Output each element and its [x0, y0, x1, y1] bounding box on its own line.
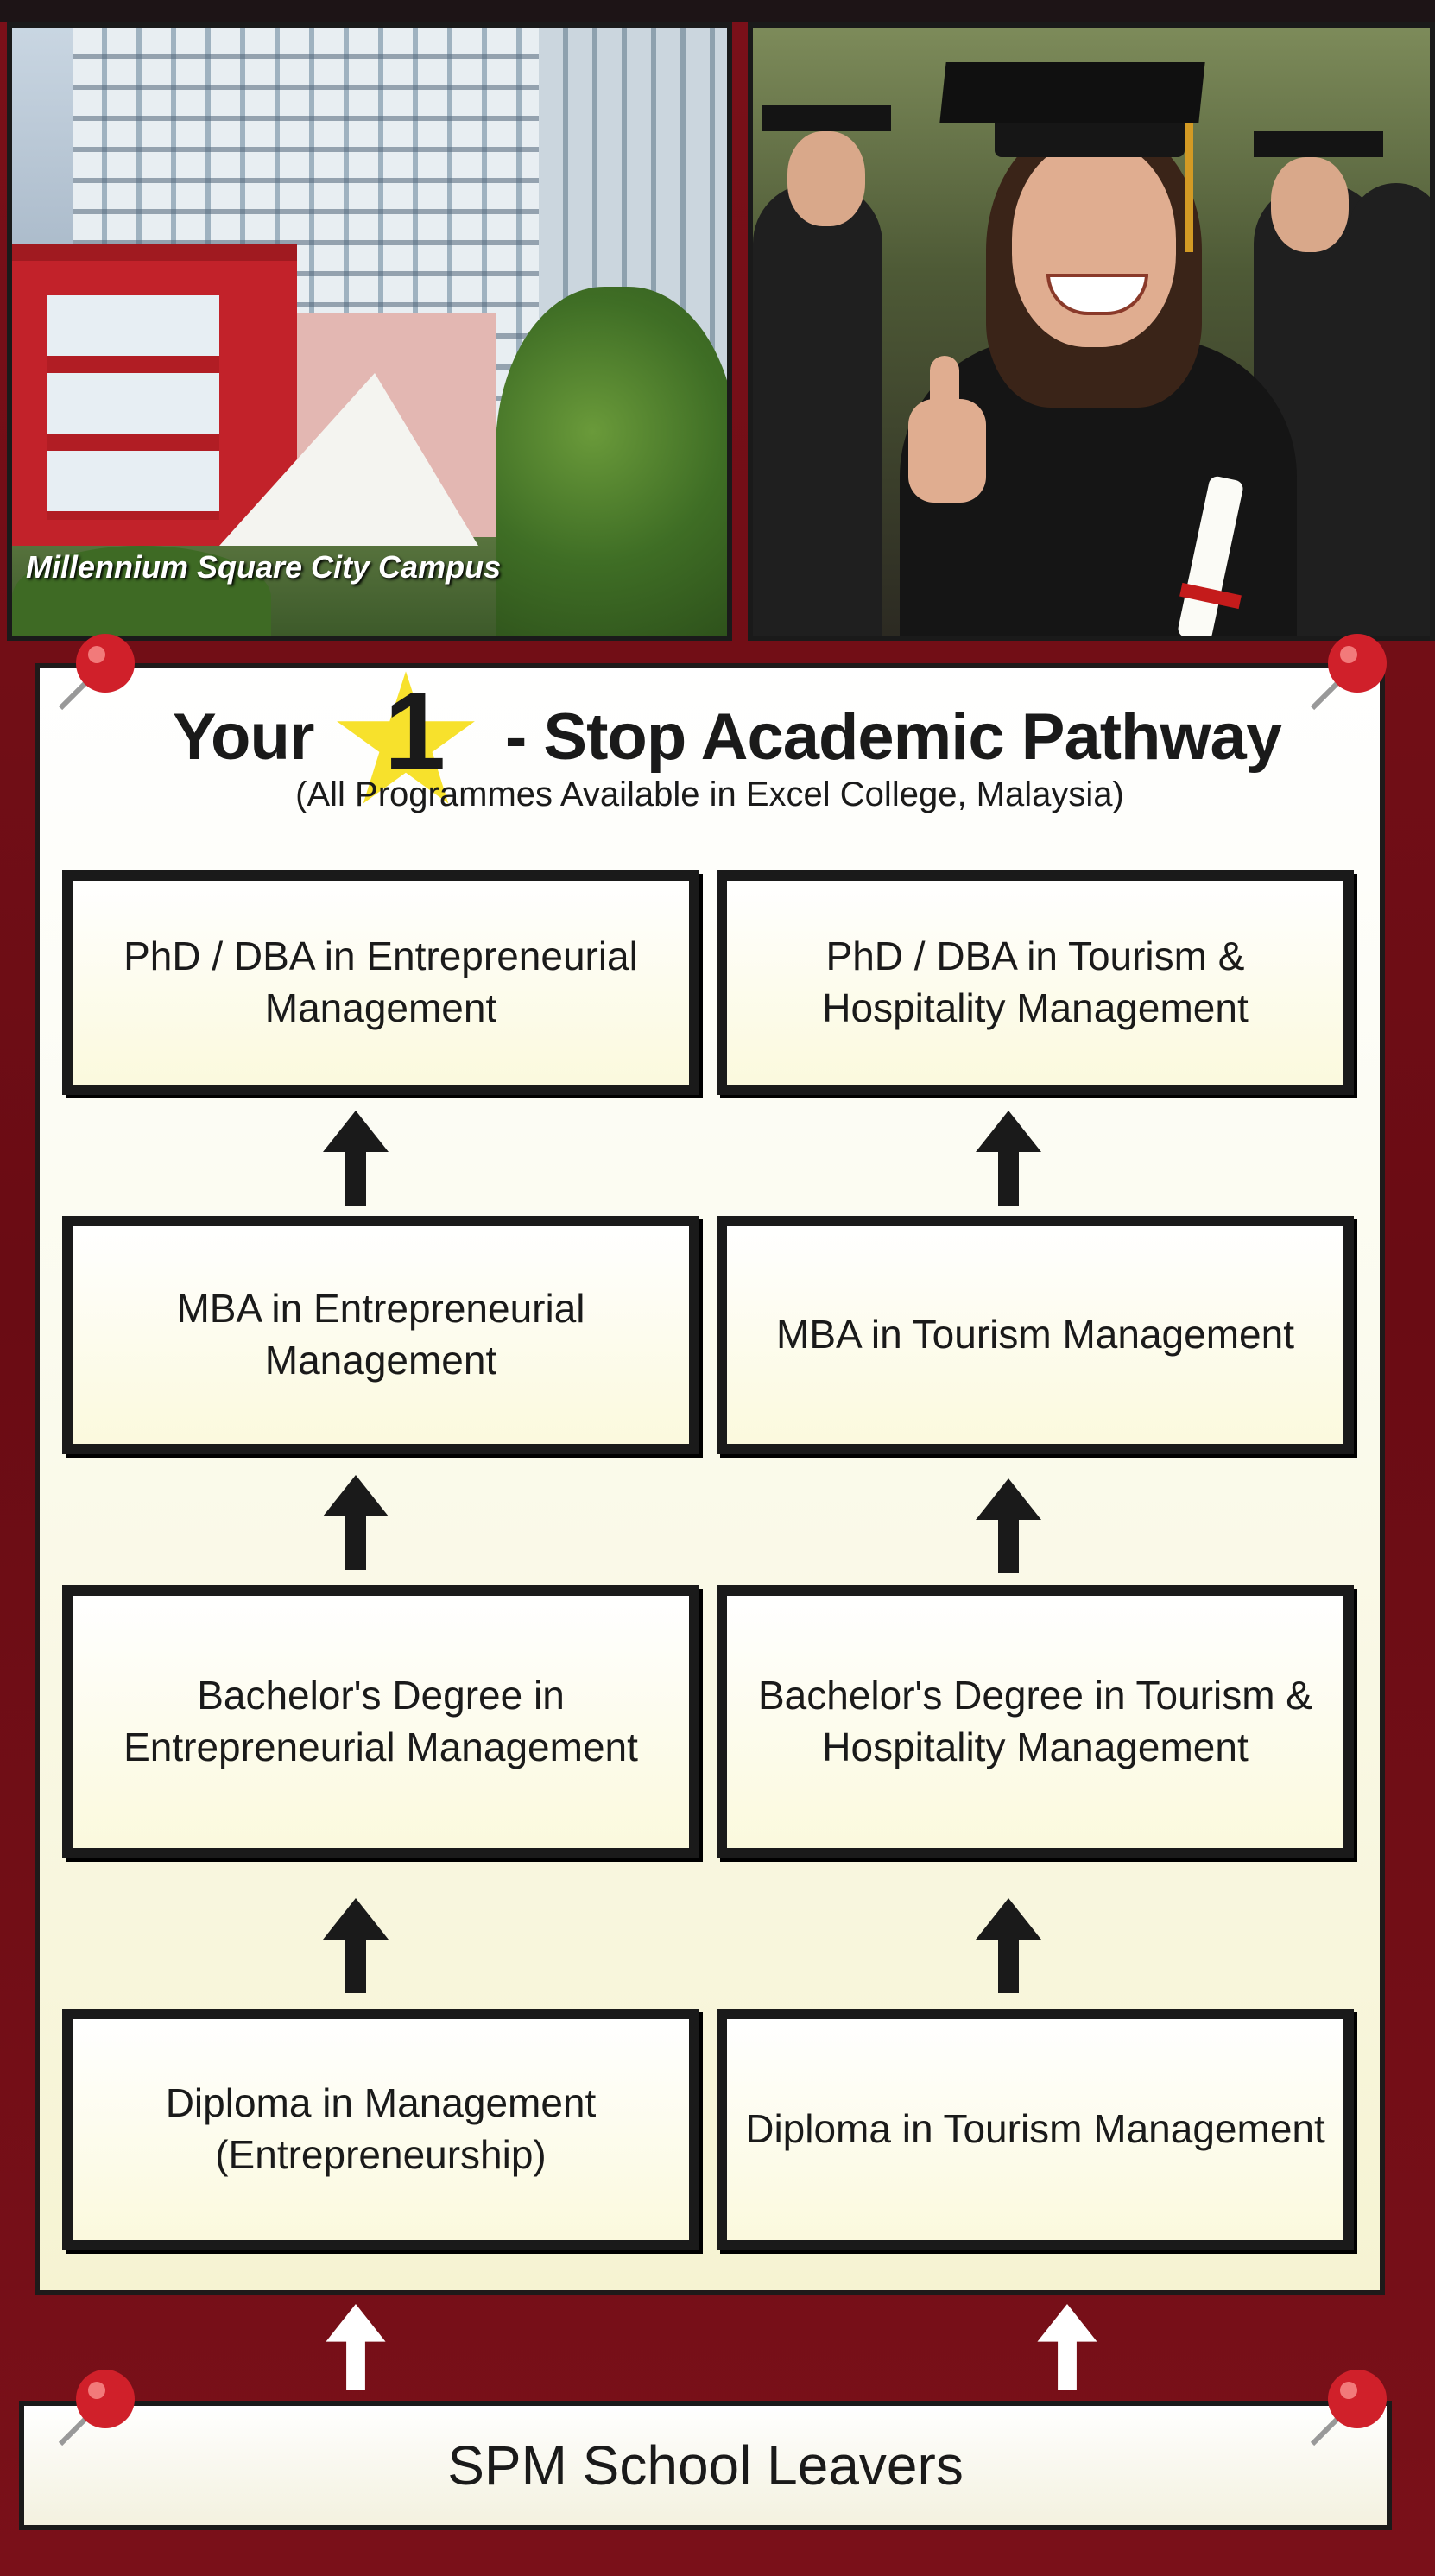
tassel — [1185, 123, 1193, 252]
white-canopy — [219, 373, 478, 546]
push-pin-icon — [58, 2370, 135, 2446]
arrow-up-white-icon — [326, 2304, 386, 2390]
trees — [496, 287, 727, 636]
title-number: 1 — [384, 670, 446, 794]
right-level-2-box: Bachelor's Degree in Tourism & Hospitali… — [717, 1585, 1354, 1858]
arrow-up-icon — [976, 1478, 1041, 1573]
campus-photo: Millennium Square City Campus — [7, 22, 732, 641]
right-level-3-box: MBA in Tourism Management — [717, 1216, 1354, 1454]
bg-graduate — [753, 183, 882, 636]
shrubs — [12, 546, 271, 636]
graduate-photo — [748, 22, 1435, 641]
bg-graduate-face — [1271, 157, 1349, 252]
arrow-up-icon — [976, 1898, 1041, 1993]
bg-graduate-cap — [762, 105, 891, 131]
star-icon — [337, 671, 475, 804]
entry-bar: SPM School Leavers — [19, 2401, 1392, 2530]
bg-graduate — [1349, 183, 1430, 636]
bg-graduate-cap — [1254, 131, 1383, 157]
graduate-face — [1012, 140, 1176, 347]
right-level-4-box: PhD / DBA in Tourism & Hospitality Manag… — [717, 870, 1354, 1095]
left-level-2-box: Bachelor's Degree in Entrepreneurial Man… — [62, 1585, 699, 1858]
title-your: Your — [173, 700, 314, 774]
arrow-up-white-icon — [1037, 2304, 1097, 2390]
campus-caption: Millennium Square City Campus — [26, 549, 502, 585]
top-strip — [0, 0, 1435, 22]
right-level-1-box: Diploma in Tourism Management — [717, 2009, 1354, 2250]
push-pin-icon — [1310, 634, 1387, 711]
arrow-up-icon — [323, 1475, 389, 1570]
left-level-1-box: Diploma in Management (Entrepreneurship) — [62, 2009, 699, 2250]
left-level-3-box: MBA in Entrepreneurial Management — [62, 1216, 699, 1454]
bg-graduate-face — [787, 131, 865, 226]
page-title: Your 1 - Stop Academic Pathway — [35, 671, 1385, 804]
arrow-up-icon — [976, 1111, 1041, 1206]
hand — [908, 399, 986, 503]
title-rest: - Stop Academic Pathway — [505, 700, 1282, 774]
arrow-up-icon — [323, 1111, 389, 1206]
pathway-board: Your 1 - Stop Academic Pathway (All Prog… — [35, 663, 1385, 2295]
mortarboard — [939, 62, 1205, 123]
arrow-up-icon — [323, 1898, 389, 1993]
push-pin-icon — [1310, 2370, 1387, 2446]
left-level-4-box: PhD / DBA in Entrepreneurial Management — [62, 870, 699, 1095]
push-pin-icon — [58, 634, 135, 711]
subtitle: (All Programmes Available in Excel Colle… — [295, 775, 1124, 813]
